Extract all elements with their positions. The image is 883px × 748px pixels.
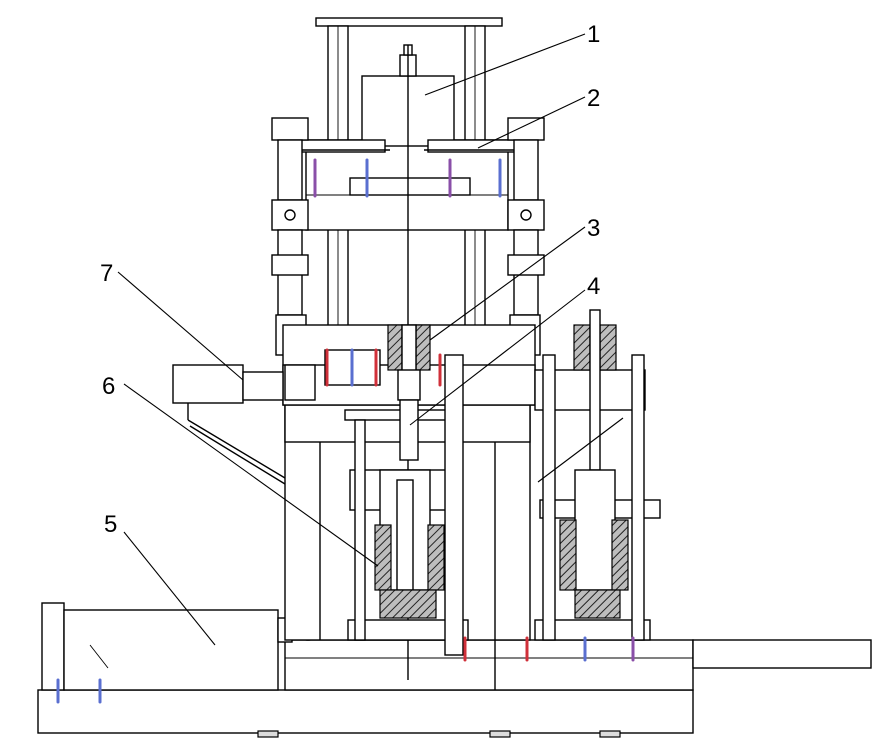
side-hydraulic-cylinder	[172, 364, 316, 485]
callout-label-3: 3	[587, 215, 600, 242]
horizontal-cylinder	[41, 602, 319, 691]
callout-label-7: 7	[100, 260, 113, 287]
callout-label-6: 6	[102, 373, 115, 400]
callout-label-4: 4	[587, 273, 600, 300]
leader-lines	[117, 33, 624, 646]
lower-mold	[347, 354, 469, 662]
callout-label-1: 1	[587, 21, 600, 48]
callout-label-5: 5	[104, 511, 117, 538]
right-station	[525, 309, 661, 662]
upper-spindle	[387, 324, 442, 461]
callout-label-2: 2	[587, 85, 600, 112]
top-motor	[361, 44, 455, 680]
base-frame	[37, 639, 872, 738]
callout-labels: 1 2 3 4 5 6 7	[100, 21, 600, 538]
base-bolts	[56, 678, 102, 704]
